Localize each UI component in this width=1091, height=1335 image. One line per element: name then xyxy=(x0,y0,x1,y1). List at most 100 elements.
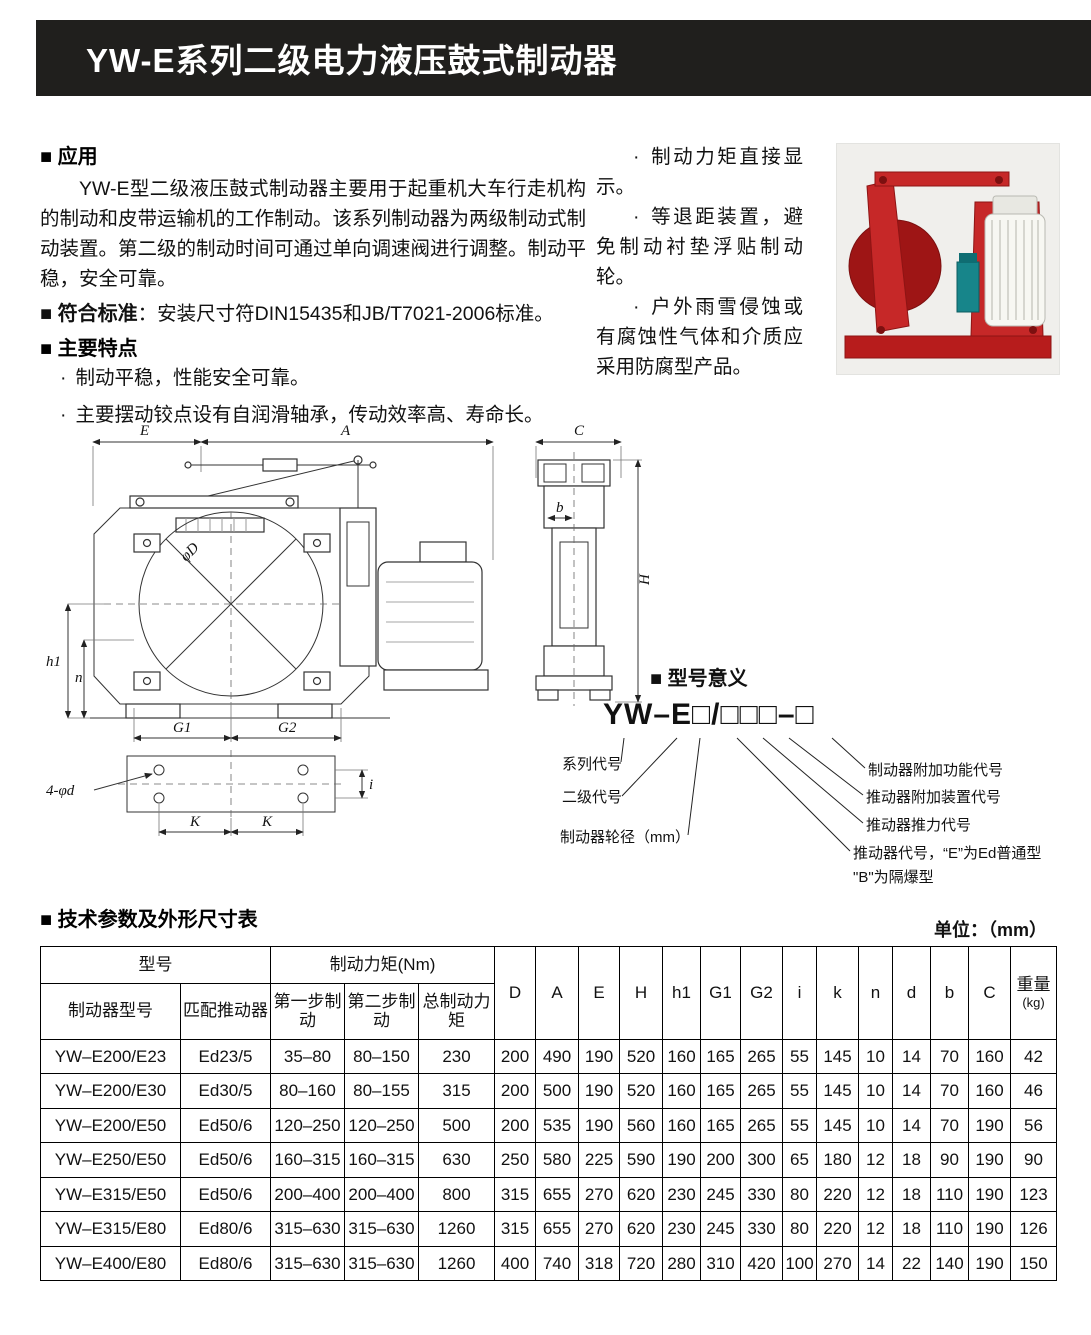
value-cell: Ed50/6 xyxy=(180,1142,271,1178)
value-cell: 10 xyxy=(858,1073,894,1109)
highlight-item: ·户外雨雪侵蚀或有腐蚀性气体和介质应采用防腐型产品。 xyxy=(596,292,803,382)
dim-label-K1: K xyxy=(189,814,201,830)
value-cell: 55 xyxy=(782,1073,818,1109)
value-cell: 18 xyxy=(892,1176,932,1213)
unit-note: 单位：（mm） xyxy=(933,920,1047,940)
value-cell: 1260 xyxy=(417,1245,496,1282)
model-cell: YW–E315/E50 xyxy=(40,1176,181,1213)
value-cell: 500 xyxy=(535,1073,580,1109)
value-cell: 315–630 xyxy=(344,1211,419,1247)
value-cell: 145 xyxy=(816,1038,860,1075)
value-cell: 160 xyxy=(968,1038,1012,1075)
value-cell: 80–160 xyxy=(270,1073,345,1109)
subheader-step2: 第二步制动 xyxy=(344,982,419,1040)
value-cell: 230 xyxy=(662,1176,702,1213)
value-cell: 520 xyxy=(619,1038,664,1075)
header-model-group: 型号 xyxy=(40,946,271,984)
bullet-glyph: · xyxy=(633,146,640,168)
value-cell: 55 xyxy=(782,1038,818,1075)
header-dim: i xyxy=(782,946,818,1040)
value-cell: 190 xyxy=(968,1107,1012,1144)
weight-unit: (kg) xyxy=(1022,994,1045,1010)
header-dim: G2 xyxy=(740,946,784,1040)
value-cell: 590 xyxy=(619,1142,664,1178)
standard-line: ■ 符合标准：安装尺寸符DIN15435和JB/T7021-2006标准。 xyxy=(40,300,600,328)
value-cell: 190 xyxy=(578,1073,621,1109)
value-cell: 22 xyxy=(892,1245,932,1282)
header-dim: n xyxy=(858,946,894,1040)
model-label-thruster-attachment: 推动器附加装置代号 xyxy=(866,789,1002,806)
value-cell: 250 xyxy=(494,1142,537,1178)
value-cell: 420 xyxy=(740,1245,784,1282)
value-cell: 180 xyxy=(816,1142,860,1178)
page-title: YW-E系列二级电力液压鼓式制动器 xyxy=(86,42,618,79)
value-cell: 35–80 xyxy=(270,1038,345,1075)
highlight-text: 制动力矩直接显示。 xyxy=(596,146,803,198)
value-cell: 56 xyxy=(1010,1107,1058,1144)
bullet-glyph: · xyxy=(633,296,640,318)
value-cell: 100 xyxy=(782,1245,818,1282)
highlight-item: ·制动力矩直接显示。 xyxy=(596,142,803,202)
value-cell: 46 xyxy=(1010,1073,1058,1109)
value-cell: 200 xyxy=(494,1073,537,1109)
value-cell: 160 xyxy=(968,1073,1012,1109)
value-cell: 740 xyxy=(535,1245,580,1282)
dimension-drawing: E A φD xyxy=(46,423,653,836)
spec-section-heading: ■ 技术参数及外形尺寸表 xyxy=(40,909,258,931)
value-cell: 12 xyxy=(858,1211,894,1247)
header-dim: d xyxy=(892,946,932,1040)
value-cell: 110 xyxy=(930,1211,970,1247)
value-cell: 200 xyxy=(700,1142,742,1178)
value-cell: 18 xyxy=(892,1142,932,1178)
value-cell: 190 xyxy=(578,1107,621,1144)
features-heading: ■ 主要特点 xyxy=(40,338,138,360)
highlight-text: 户外雨雪侵蚀或有腐蚀性气体和介质应采用防腐型产品。 xyxy=(596,296,803,378)
value-cell: 220 xyxy=(816,1176,860,1213)
dim-label-E: E xyxy=(139,423,149,439)
value-cell: 280 xyxy=(662,1245,702,1282)
value-cell: 140 xyxy=(930,1245,970,1282)
value-cell: 65 xyxy=(782,1142,818,1178)
value-cell: 150 xyxy=(1010,1245,1058,1282)
application-body: YW-E型二级液压鼓式制动器主要用于起重机大车行走机构的制动和皮带运输机的工作制… xyxy=(40,178,587,290)
value-cell: 200–400 xyxy=(270,1176,345,1213)
value-cell: 1260 xyxy=(417,1211,496,1247)
value-cell: 165 xyxy=(700,1073,742,1109)
highlight-item: ·等退距装置，避免制动衬垫浮贴制动轮。 xyxy=(596,202,803,292)
value-cell: Ed23/5 xyxy=(180,1038,271,1075)
value-cell: 315–630 xyxy=(270,1211,345,1247)
header-dim: H xyxy=(619,946,664,1040)
value-cell: 190 xyxy=(662,1142,702,1178)
value-cell: 10 xyxy=(858,1107,894,1144)
value-cell: 110 xyxy=(930,1176,970,1213)
value-cell: 55 xyxy=(782,1107,818,1144)
value-cell: 520 xyxy=(619,1073,664,1109)
value-cell: 18 xyxy=(892,1211,932,1247)
value-cell: 220 xyxy=(816,1211,860,1247)
value-cell: 80 xyxy=(782,1211,818,1247)
value-cell: 400 xyxy=(494,1245,537,1282)
spec-table-head: 型号 制动力矩(Nm) D A E H h1 G1 G2 i k n d b C… xyxy=(40,946,1058,1040)
value-cell: 145 xyxy=(816,1073,860,1109)
subheader-step1: 第一步制动 xyxy=(270,982,345,1040)
value-cell: 123 xyxy=(1010,1176,1058,1213)
header-dim: C xyxy=(968,946,1012,1040)
value-cell: 315–630 xyxy=(344,1245,419,1282)
model-label-thruster-code-2: "B"为隔爆型 xyxy=(853,869,934,886)
top-linkage xyxy=(874,171,1010,187)
value-cell: 490 xyxy=(535,1038,580,1075)
value-cell: 120–250 xyxy=(344,1107,419,1144)
model-cell: YW–E315/E80 xyxy=(40,1211,181,1247)
value-cell: 165 xyxy=(700,1038,742,1075)
value-cell: 560 xyxy=(619,1107,664,1144)
value-cell: 655 xyxy=(535,1176,580,1213)
model-meaning-block: ■ 型号意义 YW–E□/□□□–□ 系列代号 二级代号 制动器轮径（mm） 制… xyxy=(555,656,1070,908)
features-list: ·制动平稳，性能安全可靠。 ·主要摆动铰点设有自润滑轴承，传动效率高、寿命长。 xyxy=(60,364,620,438)
model-cell: YW–E200/E30 xyxy=(40,1073,181,1109)
feature-text: 制动平稳，性能安全可靠。 xyxy=(75,367,310,389)
dim-label-C: C xyxy=(574,423,585,439)
header-torque-group: 制动力矩(Nm) xyxy=(269,946,496,984)
model-label-thruster-code: 推动器代号，“E”为Ed普通型 xyxy=(853,845,1042,862)
